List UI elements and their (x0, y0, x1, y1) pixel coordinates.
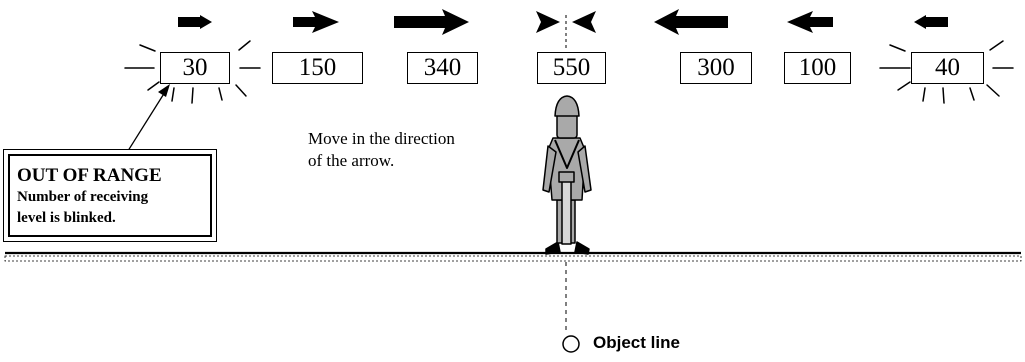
level-box-340: 340 (407, 52, 478, 84)
out-of-range-callout: OUT OF RANGE Number of receiving level i… (3, 149, 217, 242)
level-box-100: 100 (784, 52, 851, 84)
level-box-550: 550 (537, 52, 606, 84)
arrow-left-long-icon (654, 9, 728, 35)
callout-leader-arrow (125, 84, 170, 155)
arrow-left-short-icon (914, 15, 948, 29)
arrow-right-medium-icon (293, 11, 339, 33)
out-of-range-title: OUT OF RANGE (17, 165, 162, 186)
blink-rays-icon (879, 40, 1014, 104)
move-instruction-line1: Move in the direction (308, 129, 455, 148)
object-marker-icon (562, 335, 580, 353)
level-box-150: 150 (272, 52, 363, 84)
level-box-40: 40 (911, 52, 984, 84)
arrow-right-long-icon (394, 9, 469, 35)
ground-line (4, 251, 1022, 262)
out-of-range-text-line1: Number of receiving (17, 189, 149, 205)
move-instruction-line2: of the arrow. (308, 151, 395, 170)
out-of-range-inner-frame: OUT OF RANGE Number of receiving level i… (8, 154, 212, 237)
arrow-center-left-icon (572, 11, 596, 33)
blink-rays-icon (124, 40, 261, 104)
arrow-right-short-icon (178, 15, 212, 29)
object-line-label: Object line (593, 333, 680, 352)
level-box-30: 30 (160, 52, 230, 84)
move-instruction: Move in the direction of the arrow. (308, 128, 538, 172)
out-of-range-text-line2: level is blinked. (17, 210, 116, 226)
arrow-left-medium-icon (787, 11, 833, 33)
operator-figure (542, 95, 592, 255)
arrow-center-right-icon (536, 11, 560, 33)
level-box-300: 300 (680, 52, 752, 84)
